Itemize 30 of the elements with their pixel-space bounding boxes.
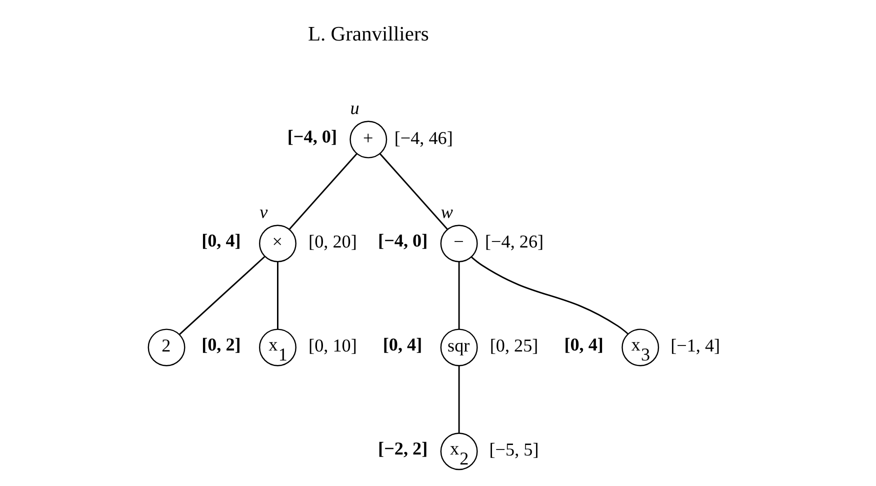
node-circle: sqr (440, 328, 478, 366)
node-label: w (440, 202, 453, 222)
node-label: [−1, 4] (670, 335, 720, 356)
node-label: [0, 10] (308, 335, 356, 356)
connector (276, 261, 278, 329)
connector (178, 256, 265, 335)
node-circle: + (349, 120, 387, 158)
node-circle: 2 (147, 328, 185, 366)
node-label: [−2, 2] (378, 438, 428, 458)
connector (470, 256, 628, 334)
node-label: [0, 4] (564, 334, 603, 354)
node-label: [−4, 26] (484, 231, 544, 252)
connector (458, 261, 460, 329)
node-circle: × (258, 224, 296, 262)
node-label: [0, 25] (489, 335, 538, 356)
node-label: [−4, 0] (286, 126, 336, 146)
node-label: [0, 4] (382, 334, 422, 354)
node-label: [−4, 46] (394, 127, 452, 148)
node-label: [0, 2] (201, 334, 240, 354)
node-label: v (259, 202, 268, 222)
node-label: [0, 20] (308, 231, 356, 252)
node-circle: − (440, 224, 478, 262)
connector (378, 152, 448, 230)
node-label: [0, 4] (201, 230, 240, 250)
connector (288, 152, 357, 230)
connector (458, 365, 460, 433)
node-label: [−5, 5] (488, 439, 538, 460)
node-label: [−4, 0] (378, 230, 428, 250)
node-label: u (350, 98, 359, 118)
label: L. Granvilliers (307, 23, 428, 46)
